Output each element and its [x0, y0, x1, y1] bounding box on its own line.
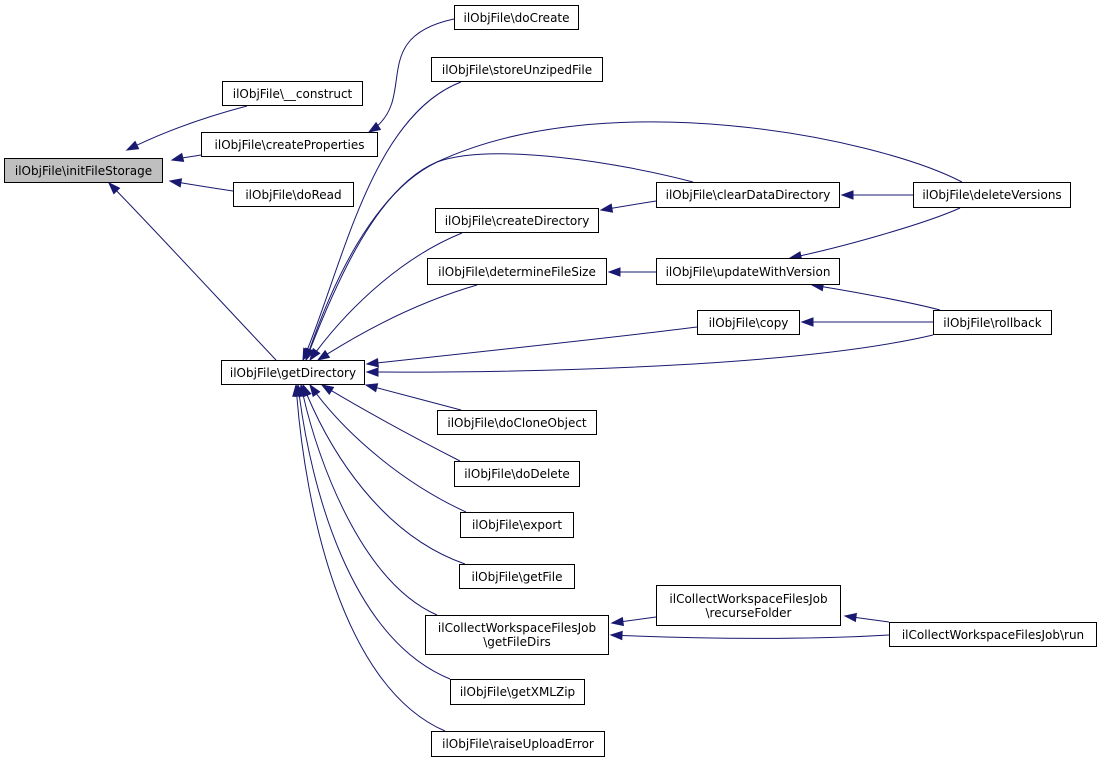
edge-createdirectory-to-getdirectory [309, 232, 463, 362]
arrowhead [107, 181, 121, 195]
edge-doread-to-initfilestorage [168, 178, 234, 192]
edge-rollback-to-copy [800, 317, 933, 327]
edge-cleardatadirectory-to-createdirectory [599, 200, 657, 213]
node-cleardatadirectory[interactable]: ilObjFile\clearDataDirectory [656, 182, 840, 208]
node-initfilestorage[interactable]: ilObjFile\initFileStorage [4, 158, 163, 183]
node-createproperties[interactable]: ilObjFile\createProperties [201, 132, 378, 157]
edge-construct-to-initfilestorage [125, 105, 248, 151]
edge-deleteversions-to-cleardatadirectory [840, 190, 913, 200]
edge-createproperties-to-initfilestorage [170, 152, 202, 162]
edge-rollback-to-getdirectory [365, 334, 934, 377]
edge-raiseuploaderror-to-getdirectory [292, 383, 446, 732]
edge-recursefolder-to-getfiledirs [610, 616, 657, 627]
node-construct[interactable]: ilObjFile\__construct [222, 81, 363, 106]
node-storeunzipedfile[interactable]: ilObjFile\storeUnzipedFile [431, 57, 603, 82]
edge-deleteversions-to-getdirectory [305, 121, 963, 362]
node-copy[interactable]: ilObjFile\copy [697, 310, 800, 335]
arrowhead [364, 383, 379, 393]
arrowhead [609, 630, 623, 641]
node-rollback[interactable]: ilObjFile\rollback [933, 310, 1052, 335]
arrowhead [840, 190, 854, 200]
node-docreate[interactable]: ilObjFile\doCreate [454, 5, 579, 30]
arrowhead [607, 267, 621, 277]
arrowhead [367, 121, 382, 133]
arrowhead [292, 383, 302, 397]
node-export[interactable]: ilObjFile\export [460, 512, 574, 538]
arrowhead [168, 178, 183, 188]
arrowhead [610, 616, 624, 627]
arrowhead [305, 347, 315, 362]
node-raiseuploaderror[interactable]: ilObjFile\raiseUploadError [431, 731, 605, 757]
edge-run-to-getfiledirs [609, 630, 890, 641]
edge-copy-to-getdirectory [365, 326, 698, 368]
arrowhead [599, 203, 614, 213]
node-createdirectory[interactable]: ilObjFile\createDirectory [435, 208, 599, 233]
edge-docreate-to-createproperties [367, 18, 455, 133]
arrowhead [320, 384, 335, 395]
node-dodelete[interactable]: ilObjFile\doDelete [454, 461, 580, 487]
arrowhead [309, 383, 321, 398]
arrowhead [309, 347, 321, 362]
arrowhead [125, 140, 140, 151]
edge-run-to-recursefolder [843, 612, 890, 623]
node-determinefilesize[interactable]: ilObjFile\determineFileSize [427, 258, 607, 285]
node-getfile[interactable]: ilObjFile\getFile [459, 564, 575, 589]
arrowhead [316, 349, 331, 361]
arrowhead [365, 367, 379, 377]
edge-determinefilesize-to-getdirectory [316, 284, 478, 361]
arrowhead [800, 317, 814, 327]
edge-updatewithversion-to-determinefilesize [607, 267, 656, 277]
edge-docloneobject-to-getdirectory [364, 383, 462, 411]
node-getdirectory[interactable]: ilObjFile\getDirectory [221, 360, 365, 385]
node-recursefolder[interactable]: ilCollectWorkspaceFilesJob \recurseFolde… [656, 585, 841, 626]
node-doread[interactable]: ilObjFile\doRead [233, 182, 354, 207]
edge-rollback-to-updatewithversion [810, 282, 941, 311]
edge-cleardatadirectory-to-getdirectory [305, 153, 694, 362]
node-getfiledirs[interactable]: ilCollectWorkspaceFilesJob \getFileDirs [425, 615, 609, 655]
edge-getfiledirs-to-getdirectory [298, 383, 438, 616]
edge-dodelete-to-getdirectory [320, 384, 461, 462]
node-deleteversions[interactable]: ilObjFile\deleteVersions [913, 182, 1071, 208]
edge-export-to-getdirectory [309, 383, 467, 513]
arrowhead [170, 152, 185, 162]
edge-deleteversions-to-updatewithversion [788, 207, 961, 261]
node-getxmlzip[interactable]: ilObjFile\getXMLZip [450, 679, 585, 705]
edge-getdirectory-to-initfilestorage [107, 181, 277, 361]
node-docloneobject[interactable]: ilObjFile\doCloneObject [437, 410, 597, 435]
arrowhead [365, 358, 379, 368]
node-run[interactable]: ilCollectWorkspaceFilesJob\run [889, 622, 1097, 647]
node-updatewithversion[interactable]: ilObjFile\updateWithVersion [656, 258, 840, 285]
arrowhead [843, 612, 857, 623]
